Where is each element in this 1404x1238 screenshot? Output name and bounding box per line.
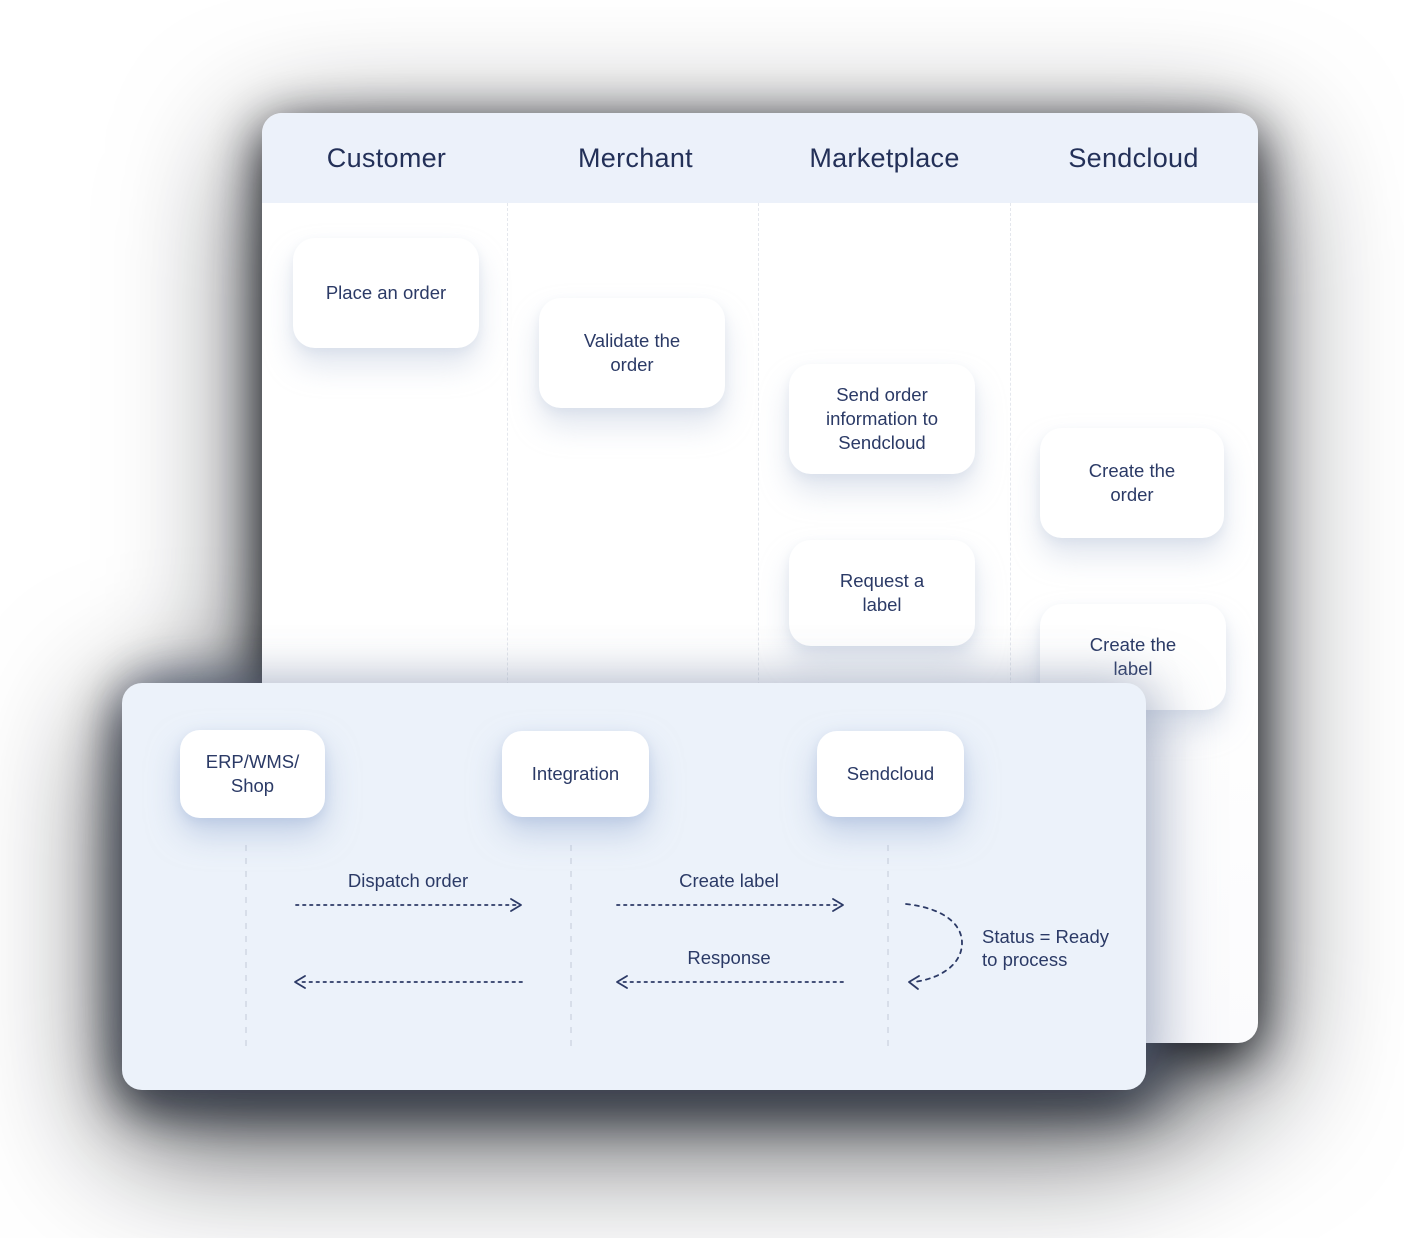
message-label-status-ready: Status = Ready to process — [982, 926, 1110, 970]
actor-label: ERP/WMS/ Shop — [205, 751, 300, 796]
message-label-create-label: Create label — [679, 870, 779, 891]
step-card-label: Send order information to Sendcloud — [825, 384, 939, 453]
sequence-arrows — [245, 845, 963, 1050]
column-header-marketplace: Marketplace — [809, 142, 960, 173]
step-card-create-order: Create the order — [1040, 428, 1224, 538]
actor-card-sendcloud: Sendcloud — [817, 731, 964, 817]
column-header-customer: Customer — [326, 142, 447, 173]
step-card-label: Validate the order — [583, 330, 681, 375]
step-card-label: Create the label — [1089, 634, 1177, 679]
message-label-dispatch-order: Dispatch order — [347, 870, 469, 891]
step-card-place-order: Place an order — [293, 238, 479, 348]
actor-card-erp-wms-shop: ERP/WMS/ Shop — [180, 730, 325, 818]
step-card-validate-order: Validate the order — [539, 298, 725, 408]
column-divider — [758, 203, 759, 1035]
arrowhead-left-icon — [908, 975, 920, 990]
swimlane-header: Customer Merchant Marketplace Sendcloud — [262, 113, 1258, 203]
step-card-send-order-info: Send order information to Sendcloud — [789, 364, 975, 474]
step-card-label: Create the order — [1088, 460, 1176, 505]
lifelines — [245, 845, 889, 1050]
column-header-merchant: Merchant — [578, 142, 693, 173]
actor-card-integration: Integration — [502, 731, 649, 817]
arrowhead-right-icon — [832, 898, 844, 912]
arrowhead-right-icon — [510, 898, 522, 912]
message-label-response: Response — [687, 947, 771, 968]
arrow-status-self-loop — [905, 903, 963, 983]
arrowhead-left-icon — [616, 975, 628, 989]
column-header-sendcloud: Sendcloud — [1068, 142, 1199, 173]
sequence-panel: ERP/WMS/ Shop Integration Sendcloud Disp… — [122, 683, 1146, 1090]
column-divider — [507, 203, 508, 1035]
arrowhead-left-icon — [294, 975, 306, 989]
step-card-request-label: Request a label — [789, 540, 975, 646]
column-divider — [1010, 203, 1011, 1035]
actor-label: Sendcloud — [846, 763, 935, 784]
step-card-label: Place an order — [325, 282, 447, 303]
step-card-label: Request a label — [839, 570, 925, 615]
actor-label: Integration — [531, 763, 620, 784]
